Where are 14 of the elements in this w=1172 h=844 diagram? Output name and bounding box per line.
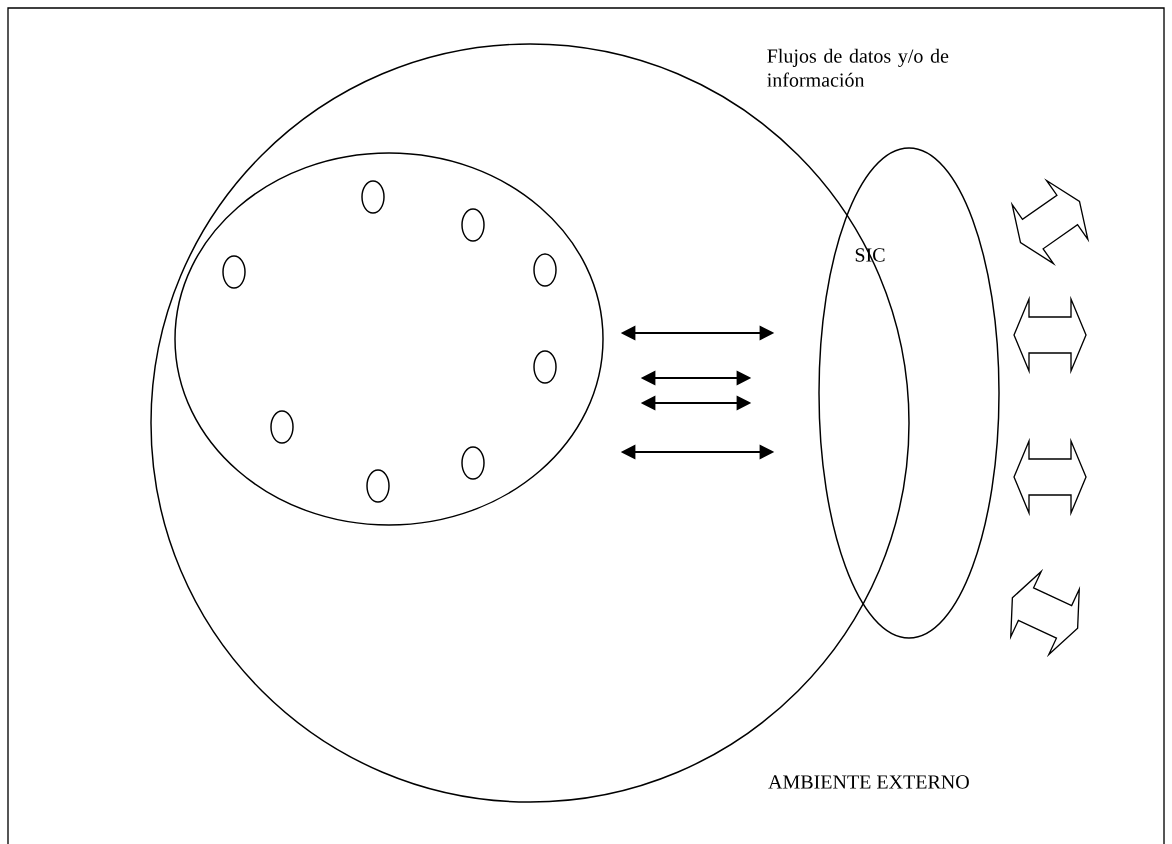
sic-ellipse <box>818 147 1000 639</box>
ellipse <box>361 180 385 214</box>
ellipse <box>461 208 485 242</box>
ellipse <box>533 253 557 287</box>
region-label: AMBIENTE EXTERNO <box>768 775 969 789</box>
ellipse <box>222 255 246 289</box>
ellipse <box>461 446 485 480</box>
note: Flujos de datos y/o de información <box>767 48 949 87</box>
ellipse <box>533 350 557 384</box>
block-arrow <box>1013 437 1087 517</box>
ellipse <box>174 152 604 526</box>
ellipse <box>366 469 390 503</box>
ellipse <box>270 410 294 444</box>
block-arrow <box>1013 295 1087 375</box>
